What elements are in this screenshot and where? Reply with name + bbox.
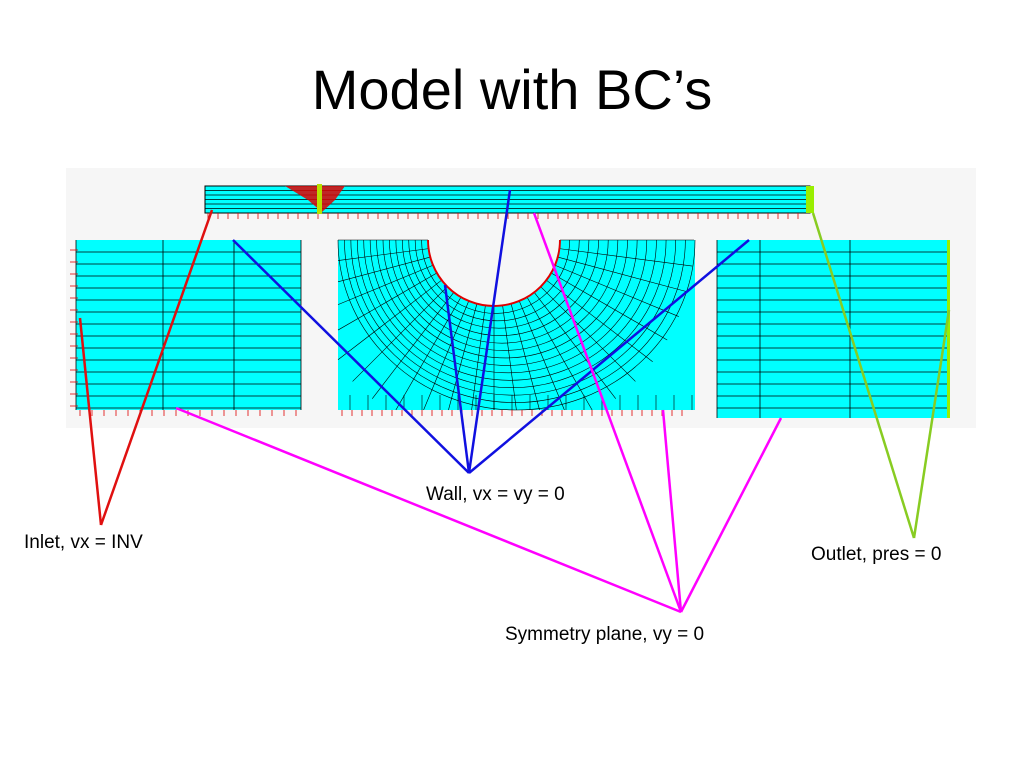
inlet-leader-lines <box>78 209 214 526</box>
full-model-refined-zone <box>285 186 345 212</box>
cylinder-mesh-spoke <box>502 305 517 411</box>
symmetry-leader-lines <box>175 212 783 614</box>
symmetry-label: Symmetry plane, vy = 0 <box>505 624 705 645</box>
cylinder-mesh-spoke <box>337 248 429 261</box>
cylinder-mesh-ring <box>376 239 638 366</box>
cylinder-mesh-spoke <box>423 300 470 411</box>
outlet-block-fill <box>717 240 949 418</box>
cylinder-mesh-spoke <box>526 297 593 411</box>
outlet-leader-lines <box>811 212 951 539</box>
cylinder-mesh-spoke <box>557 256 688 293</box>
inlet-block-fill <box>76 240 301 410</box>
cylinder-mesh-spoke <box>518 300 565 411</box>
inlet-label: Inlet, vx = INV <box>24 532 143 553</box>
cylinder-mesh-spoke <box>510 303 540 411</box>
inlet-leader-1 <box>78 317 103 526</box>
outlet-label: Outlet, pres = 0 <box>811 544 942 565</box>
cylinder-mesh-spoke <box>448 303 478 411</box>
cylinder-mesh-spoke <box>372 292 455 399</box>
outlet-leader-1 <box>811 212 916 539</box>
wall-leader-1 <box>232 239 470 474</box>
full-model-bc-arrows <box>207 213 799 219</box>
inlet-leader-2 <box>99 209 214 526</box>
cylinder-mesh-spoke <box>352 286 448 382</box>
cylinder-mesh-spoke <box>551 272 668 341</box>
full-model-outlet-marker <box>806 186 814 213</box>
cylinder-mesh-ring <box>421 239 570 314</box>
cylinder-mesh-spoke <box>554 264 679 317</box>
wall-leader-4 <box>468 239 750 474</box>
cylinder-mesh-ring <box>414 239 580 322</box>
cylinder-mesh-spoke <box>533 292 616 399</box>
cylinder-mesh-ring <box>363 239 657 381</box>
inlet-bc-arrows <box>70 249 297 416</box>
wall-leader-3 <box>467 189 512 474</box>
outlet-leader-2 <box>912 309 951 539</box>
symmetry-leader-4 <box>679 417 783 613</box>
cylinder-mesh-spoke <box>471 305 486 411</box>
cylinder-mesh-spoke <box>337 272 437 331</box>
cylinder-mesh-ring <box>389 239 619 351</box>
cylinder-mesh-spoke <box>337 256 431 283</box>
cylinder-mesh-spoke <box>337 279 442 360</box>
cylinder-mesh-ring <box>382 239 628 359</box>
full-model-obstacle-marker <box>317 184 322 214</box>
symmetry-leader-3 <box>661 409 683 613</box>
wall-label: Wall, vx = vy = 0 <box>426 484 565 505</box>
cylinder-mesh-ring <box>408 239 590 329</box>
cylinder-mesh-block <box>337 239 696 416</box>
wall-leader-lines <box>232 189 750 474</box>
symmetry-leader-2 <box>532 212 683 613</box>
inlet-mesh-block <box>70 240 302 416</box>
cylinder-mesh-spoke <box>337 264 434 305</box>
cylinder-mesh-spoke <box>540 286 636 382</box>
outlet-edge-marker <box>947 240 950 418</box>
cylinder-mesh-ring <box>369 239 648 374</box>
cylinder-block-mesh-lines <box>337 239 696 411</box>
cylinder-mesh-ring <box>401 239 599 336</box>
wall-leader-2 <box>443 284 471 474</box>
cylinder-mesh-spoke <box>559 248 693 267</box>
outlet-mesh-block <box>716 240 950 418</box>
symmetry-leader-1 <box>175 406 682 614</box>
slide-title: Model with BC’s <box>311 58 713 121</box>
